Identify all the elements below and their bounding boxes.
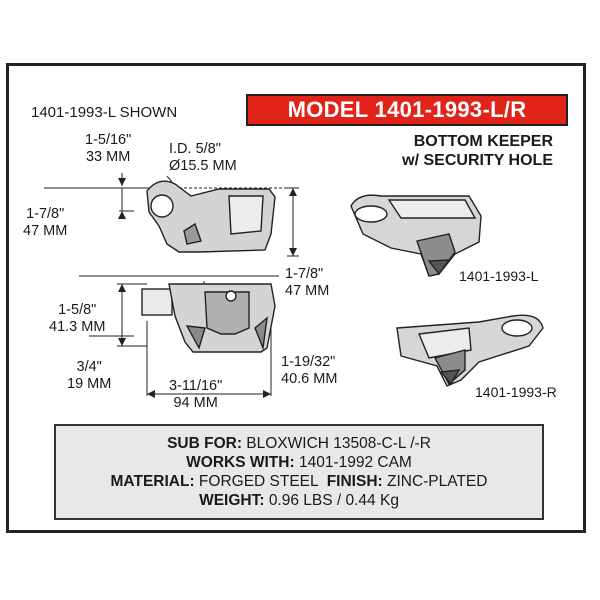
dim-right-height-in: 1-7/8" <box>285 266 324 282</box>
subtitle-line-2: w/ SECURITY HOLE <box>402 152 553 169</box>
spec-weight-value: 0.96 LBS / 0.44 Kg <box>268 492 399 509</box>
part-label-right: 1401-1993-R <box>475 384 557 400</box>
dim-depth-in: 1-19/32" <box>281 354 336 370</box>
dim-side-height-mm: 41.3 MM <box>49 319 106 335</box>
dim-top-width: 1-5/16" 33 MM <box>85 132 131 166</box>
spec-weight: WEIGHT: 0.96 LBS / 0.44 Kg <box>56 491 542 510</box>
top-view-part <box>146 180 276 253</box>
spec-finish-value: ZINC-PLATED <box>386 473 488 490</box>
dim-side-height-in: 1-5/8" <box>58 302 97 318</box>
part-label-left: 1401-1993-L <box>459 268 539 284</box>
dim-depth-mm: 40.6 MM <box>281 371 338 387</box>
spec-material-finish: MATERIAL: FORGED STEEL FINISH: ZINC-PLAT… <box>56 472 542 491</box>
iso-view-right <box>396 314 544 387</box>
spec-box: SUB FOR: BLOXWICH 13508-C-L /-R WORKS WI… <box>54 424 544 520</box>
dim-top-width-in: 1-5/16" <box>85 132 132 148</box>
subtitle-line-1: BOTTOM KEEPER <box>413 133 553 150</box>
dim-side-height: 1-5/8" 41.3 MM <box>49 302 105 336</box>
spec-works-with-value: 1401-1992 CAM <box>298 454 412 471</box>
spec-works-with-key: WORKS WITH: <box>186 454 295 471</box>
dim-depth: 1-19/32" 40.6 MM <box>281 354 337 388</box>
dim-right-height-mm: 47 MM <box>285 283 330 299</box>
spec-sub-for-value: BLOXWICH 13508-C-L /-R <box>246 435 431 452</box>
side-view-part <box>141 283 276 353</box>
dim-left-height-in: 1-7/8" <box>26 206 65 222</box>
shown-label: 1401-1993-L SHOWN <box>31 104 178 121</box>
dim-length-in: 3-11/16" <box>169 378 223 394</box>
dim-id-mm: Ø15.5 MM <box>169 158 237 174</box>
spec-finish-key: FINISH: <box>326 473 383 490</box>
dim-top-width-mm: 33 MM <box>85 149 131 165</box>
iso-view-left <box>350 194 482 277</box>
dim-right-height: 1-7/8" 47 MM <box>285 266 329 300</box>
product-subtitle: BOTTOM KEEPER w/ SECURITY HOLE <box>402 132 553 170</box>
dim-base: 3/4" 19 MM <box>67 359 111 393</box>
spec-material-key: MATERIAL: <box>110 473 195 490</box>
technical-drawing <box>44 173 544 398</box>
dim-id-in: I.D. 5/8" <box>169 141 221 157</box>
dim-base-in: 3/4" <box>76 359 102 375</box>
dim-left-height: 1-7/8" 47 MM <box>23 206 67 240</box>
spec-sub-for-key: SUB FOR: <box>167 435 242 452</box>
spec-sub-for: SUB FOR: BLOXWICH 13508-C-L /-R <box>56 434 542 453</box>
dim-left-height-mm: 47 MM <box>23 223 68 239</box>
spec-material-value: FORGED STEEL <box>198 473 319 490</box>
dim-length-mm: 94 MM <box>173 395 218 411</box>
dim-inner-diameter: I.D. 5/8" Ø15.5 MM <box>169 141 237 175</box>
spec-sheet: 1401-1993-L SHOWN MODEL 1401-1993-L/R BO… <box>6 63 586 533</box>
dim-base-mm: 19 MM <box>67 376 112 392</box>
spec-works-with: WORKS WITH: 1401-1992 CAM <box>56 453 542 472</box>
spec-weight-key: WEIGHT: <box>199 492 265 509</box>
model-banner: MODEL 1401-1993-L/R <box>246 94 568 126</box>
dim-length: 3-11/16" 94 MM <box>169 378 222 412</box>
